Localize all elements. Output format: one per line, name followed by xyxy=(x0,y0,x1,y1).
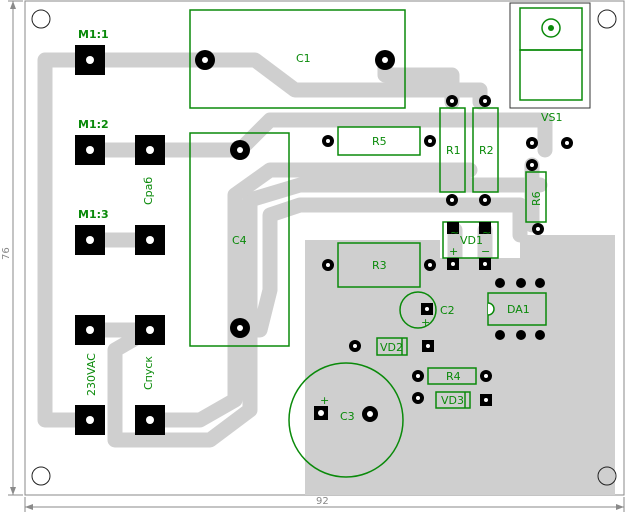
width-dimension: 92 xyxy=(316,496,329,507)
trip-label: Сраб xyxy=(142,177,155,205)
r4-label: R4 xyxy=(446,370,461,383)
vd1-label: VD1 xyxy=(460,234,483,247)
mounting-hole-icon xyxy=(597,466,617,486)
c3-label: C3 xyxy=(340,410,355,423)
supply-label: 230VAC xyxy=(85,353,98,396)
r6-outline xyxy=(525,171,547,223)
vs1-label: VS1 xyxy=(541,111,563,124)
r5-outline xyxy=(337,126,421,156)
r3-outline xyxy=(337,242,421,288)
c1-label: C1 xyxy=(296,52,311,65)
mounting-holes xyxy=(31,9,617,486)
dimension-lines xyxy=(8,0,625,512)
r1-label: R1 xyxy=(446,144,461,157)
c2-label: C2 xyxy=(440,304,455,317)
start-label: Спуск xyxy=(142,356,155,390)
vs1-package xyxy=(509,2,591,109)
vd1-ac-left: ~ xyxy=(450,226,459,239)
r5-label: R5 xyxy=(372,135,387,148)
da1-label: DA1 xyxy=(507,303,530,316)
r3-label: R3 xyxy=(372,259,387,272)
pad-holes xyxy=(202,57,569,417)
m1-3-label: M1:3 xyxy=(78,208,109,221)
r1-outline xyxy=(439,107,466,193)
ground-plane xyxy=(305,235,615,495)
vd1-plus: + xyxy=(449,245,458,258)
vd1-ac-right: ~ xyxy=(482,226,491,239)
r6-label: R6 xyxy=(530,191,543,206)
mounting-hole-icon xyxy=(31,466,51,486)
mounting-hole-icon xyxy=(597,9,617,29)
c2-plus: + xyxy=(421,316,430,329)
vd3-label: VD3 xyxy=(441,394,464,407)
r2-outline xyxy=(472,107,499,193)
c2-outline xyxy=(399,291,437,329)
connector-pad-holes xyxy=(86,56,154,424)
c3-plus: + xyxy=(320,394,329,407)
vd3-outline xyxy=(435,391,471,409)
m1-1-label: M1:1 xyxy=(78,28,109,41)
silkscreen xyxy=(189,9,547,478)
c4-label: C4 xyxy=(232,234,247,247)
mounting-hole-icon xyxy=(31,9,51,29)
c4-outline xyxy=(189,132,290,347)
vd2-outline xyxy=(376,337,408,356)
dimension-arrows xyxy=(10,1,624,510)
r4-outline xyxy=(427,367,477,385)
vd2-label: VD2 xyxy=(380,341,403,354)
vd1-minus: − xyxy=(481,245,490,258)
c3-outline xyxy=(288,362,404,478)
vd1-outline xyxy=(442,221,499,259)
r2-label: R2 xyxy=(479,144,494,157)
c1-outline xyxy=(189,9,406,109)
m1-2-label: M1:2 xyxy=(78,118,109,131)
height-dimension: 76 xyxy=(1,247,12,260)
